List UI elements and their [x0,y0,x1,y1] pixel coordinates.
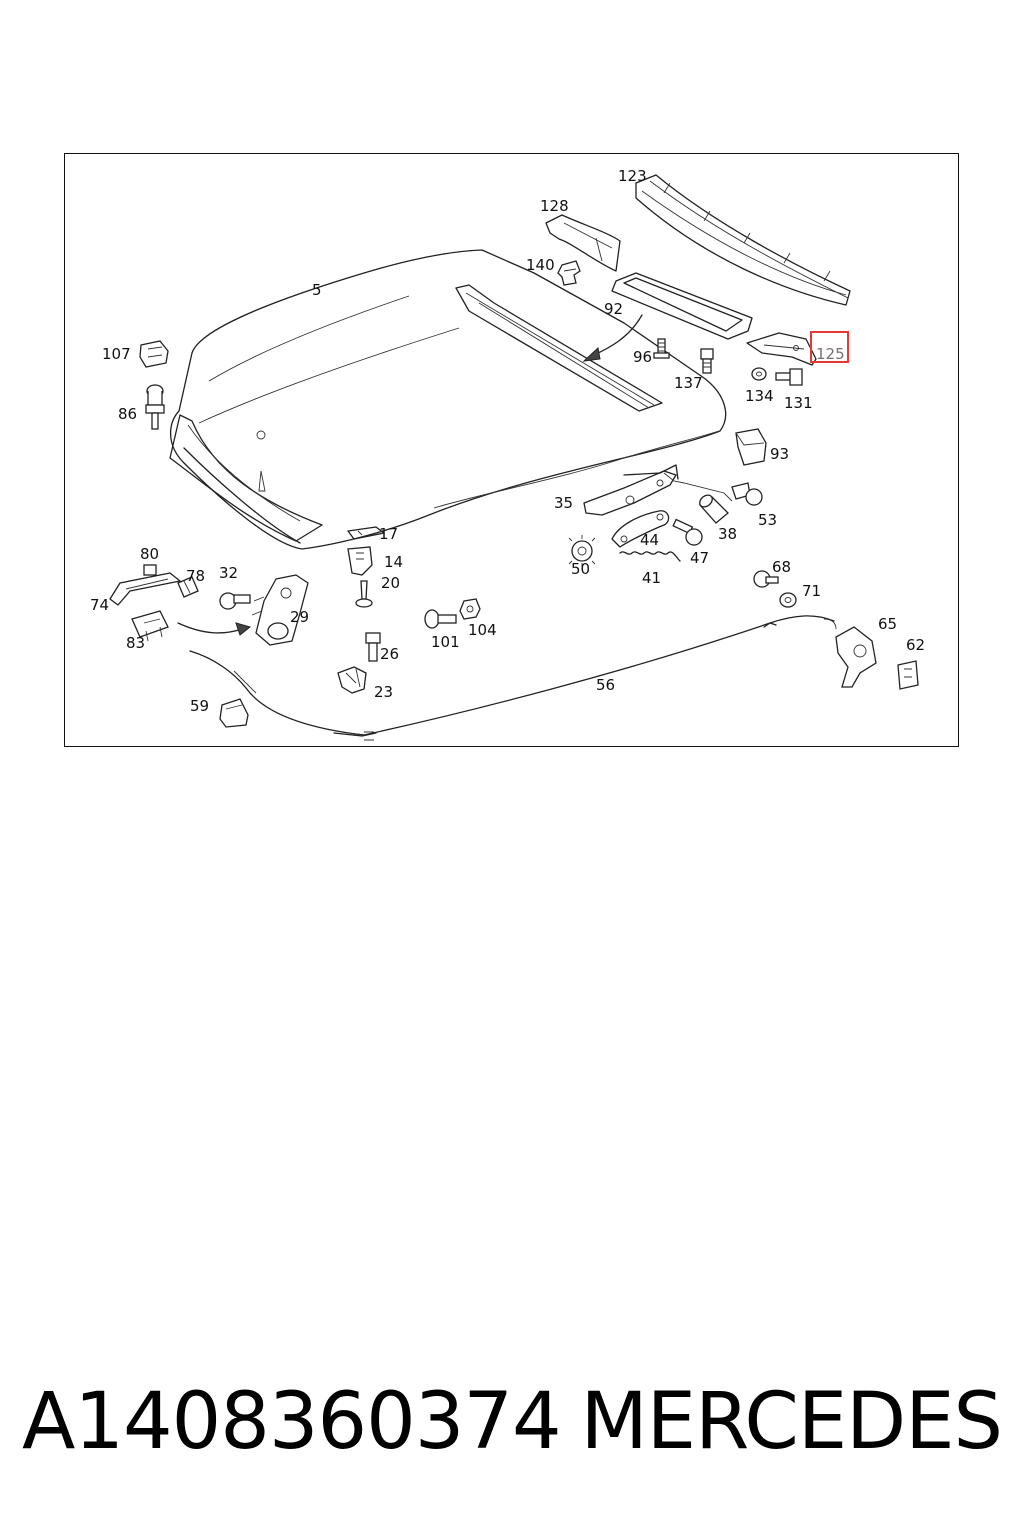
callout-71: 71 [802,582,821,600]
callout-74: 74 [90,596,109,614]
callout-56: 56 [596,676,615,694]
washer-71 [779,592,797,608]
callout-140: 140 [526,256,555,274]
gear-50 [568,535,596,567]
callout-29: 29 [290,608,309,626]
callout-14: 14 [384,553,403,571]
callout-80: 80 [140,545,159,563]
callout-5: 5 [312,281,322,299]
spring-plate-44 [611,510,670,548]
callout-44: 44 [640,531,659,549]
bolt-47 [672,518,703,546]
bolt-131 [775,368,803,386]
callout-93: 93 [770,445,789,463]
callout-137: 137 [674,374,703,392]
lever-74 [109,572,181,606]
callout-50: 50 [571,560,590,578]
spring-41 [619,551,681,562]
sleeve-38 [699,494,729,524]
bracket-125 [746,332,817,366]
clip-62 [897,660,919,690]
callout-128: 128 [540,197,569,215]
seal-strip-123 [635,174,851,306]
callout-96: 96 [633,348,652,366]
lock-29 [251,574,309,646]
callout-104: 104 [468,621,497,639]
callout-23: 23 [374,683,393,701]
clip-14 [347,546,373,576]
washer-134 [751,367,767,381]
callout-68: 68 [772,558,791,576]
clip-23 [337,666,367,694]
clip-80 [143,564,157,576]
nut-104 [459,598,481,620]
buffer-86 [145,384,165,430]
callout-78: 78 [186,567,205,585]
callout-26: 26 [380,645,399,663]
callout-62: 62 [906,636,925,654]
callout-41: 41 [642,569,661,587]
bumper-107 [139,340,169,368]
callout-107: 107 [102,345,131,363]
cover-93 [735,428,767,466]
callout-83: 83 [126,634,145,652]
callout-32: 32 [219,564,238,582]
bracket-17 [347,526,385,540]
callout-123: 123 [618,167,647,185]
callout-17: 17 [379,525,398,543]
callout-53: 53 [758,511,777,529]
callout-20: 20 [381,574,400,592]
brand-name: MERCEDES [580,1377,1003,1467]
washer-68 [753,570,779,588]
callout-86: 86 [118,405,137,423]
callout-92: 92 [604,300,623,318]
release-cable-56 [189,615,835,741]
bolt-26 [365,632,381,662]
diagram-frame [64,153,959,747]
bolt-137 [700,348,714,374]
screw-101 [424,609,457,629]
bolt-32 [219,592,251,610]
callout-65: 65 [878,615,897,633]
holder-59 [219,698,249,728]
callout-47: 47 [690,549,709,567]
screw-20 [355,580,373,608]
latch-65 [823,618,877,688]
clip-78 [177,576,199,598]
bolt-53 [731,482,763,506]
callout-125: 125 [816,345,845,363]
frame-92 [582,272,753,362]
caption-bar: A1408360374 MERCEDES [0,1372,1024,1472]
parts-diagram: 5 107 86 128 123 140 92 96 137 125 134 1… [90,167,925,741]
callout-131: 131 [784,394,813,412]
hinge-35 [583,464,733,516]
callout-101: 101 [431,633,460,651]
clip-140 [557,260,581,286]
callout-134: 134 [745,387,774,405]
bracket-128 [545,214,621,272]
bracket-83 [131,610,169,642]
highlight-box [810,331,849,363]
hood-panel [169,249,727,550]
callout-59: 59 [190,697,209,715]
part-number: A1408360374 [22,1377,562,1467]
callout-35: 35 [554,494,573,512]
callout-38: 38 [718,525,737,543]
bolt-96 [653,338,670,359]
